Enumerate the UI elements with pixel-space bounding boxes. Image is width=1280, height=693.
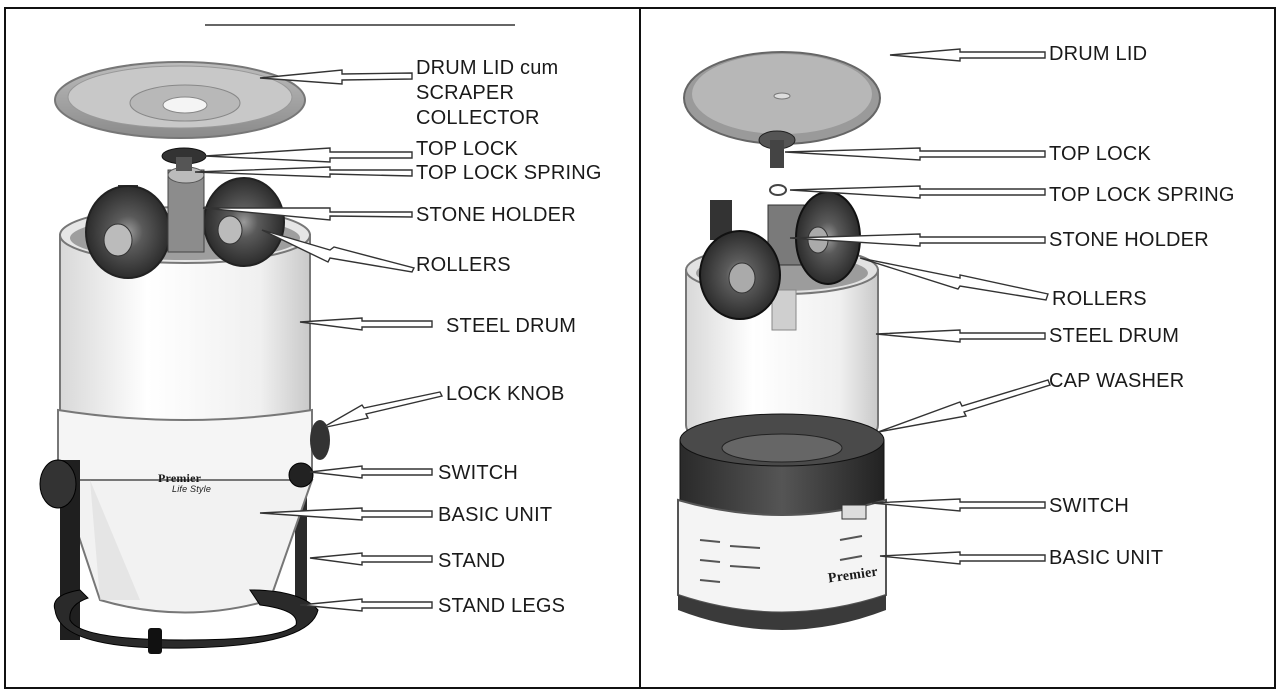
left-label-switch: SWITCH xyxy=(438,462,519,484)
left-brand-logo: Premier xyxy=(158,471,202,485)
left-drum-lid xyxy=(54,61,306,139)
right-drum-lid xyxy=(683,51,881,145)
right-label-basic-unit: BASIC UNIT xyxy=(1049,547,1164,569)
right-label-cap-washer: CAP WASHER xyxy=(1049,370,1185,392)
right-top-lock xyxy=(758,130,796,168)
left-grinder-illustration xyxy=(39,24,515,654)
left-label-drum-lid-3: COLLECTOR xyxy=(416,107,540,129)
right-grinder-illustration xyxy=(677,48,1051,630)
left-label-steel-drum: STEEL DRUM xyxy=(446,315,577,337)
right-label-drum-lid: DRUM LID xyxy=(1049,43,1148,65)
right-label-rollers: ROLLERS xyxy=(1052,288,1147,310)
right-top-lock-spring xyxy=(769,184,787,196)
right-label-top-lock: TOP LOCK xyxy=(1049,143,1152,165)
left-label-top-lock: TOP LOCK xyxy=(416,138,519,160)
panel-divider xyxy=(639,7,641,689)
left-label-stand-legs: STAND LEGS xyxy=(438,595,566,617)
left-label-rollers: ROLLERS xyxy=(416,254,511,276)
left-stand-legs xyxy=(53,589,319,654)
right-leader-arrows xyxy=(784,48,1051,565)
left-top-lock xyxy=(161,147,207,171)
right-label-stone-holder: STONE HOLDER xyxy=(1049,229,1209,251)
left-lock-knob xyxy=(310,420,330,460)
left-label-drum-lid-2: SCRAPER xyxy=(416,82,515,104)
left-label-drum-lid: DRUM LID cum xyxy=(416,57,559,79)
right-cap-washer xyxy=(679,413,885,516)
left-leader-arrows xyxy=(194,69,444,612)
left-rollers xyxy=(85,177,285,279)
right-label-top-lock-spring: TOP LOCK SPRING xyxy=(1049,184,1235,206)
left-label-basic-unit: BASIC UNIT xyxy=(438,504,553,526)
left-label-top-lock-spring: TOP LOCK SPRING xyxy=(416,162,602,184)
right-switch xyxy=(841,504,867,520)
right-basic-unit xyxy=(677,498,887,630)
right-label-steel-drum: STEEL DRUM xyxy=(1049,325,1180,347)
left-label-stand: STAND xyxy=(438,550,506,572)
right-label-switch: SWITCH xyxy=(1049,495,1130,517)
left-basic-unit xyxy=(57,408,314,614)
left-label-lock-knob: LOCK KNOB xyxy=(446,383,565,405)
left-label-stone-holder: STONE HOLDER xyxy=(416,204,576,226)
left-brand-subtitle: Life Style xyxy=(172,484,212,494)
right-rollers xyxy=(699,191,861,320)
left-stone-holder xyxy=(167,166,205,253)
